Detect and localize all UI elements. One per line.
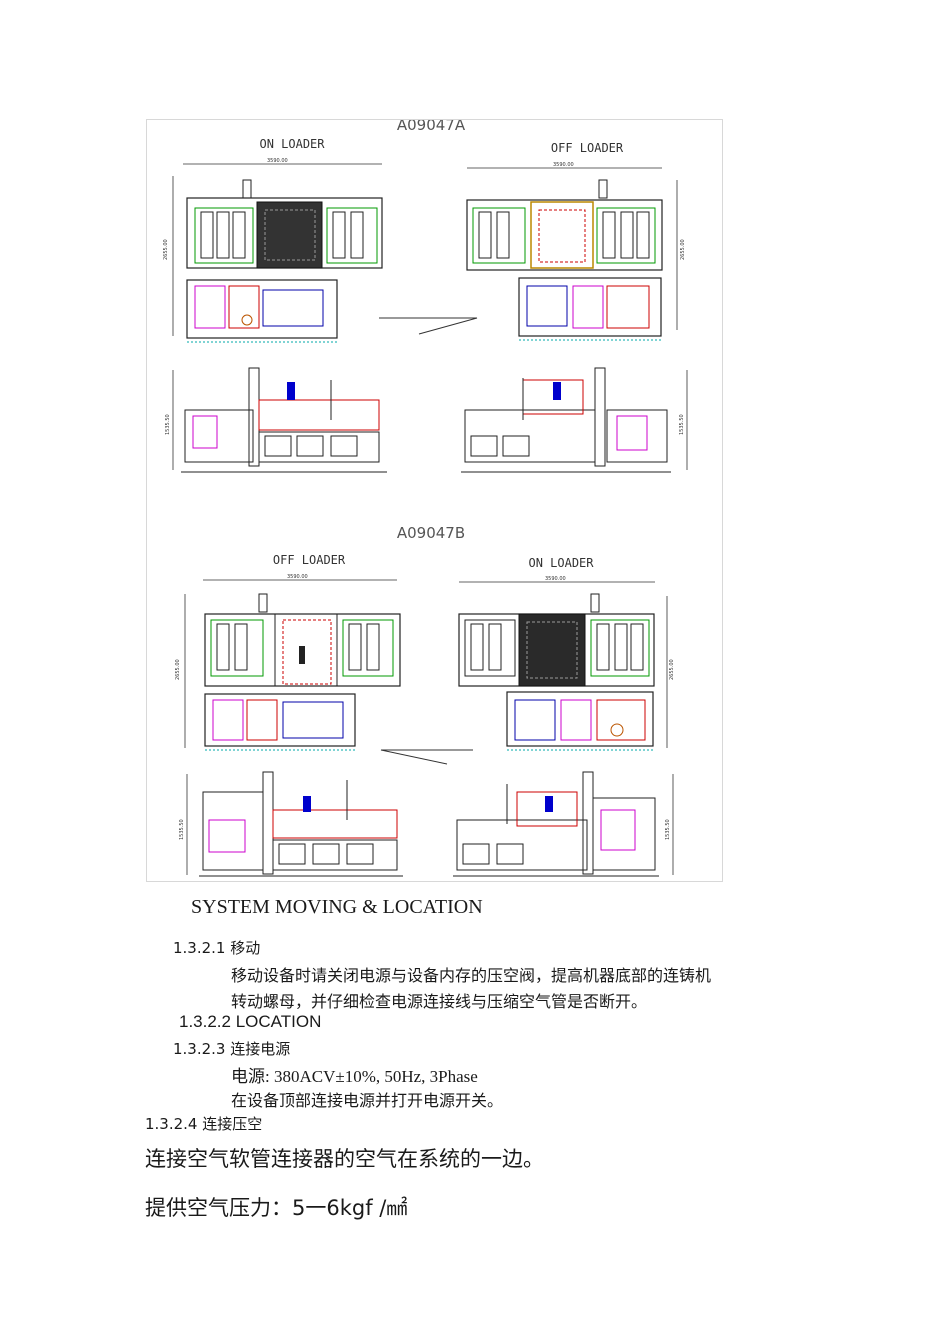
- air-connection-text: 连接空气软管连接器的空气在系统的一边。: [145, 1147, 544, 1171]
- width-dim-b-left: 3590.00: [287, 574, 308, 580]
- section-heading-moving: 1.3.2.1 移动: [173, 939, 261, 957]
- plan-view-a-left: 3590.00 2655.00: [163, 158, 383, 343]
- power-spec: 电源: 380ACV±10%, 50Hz, 3Phase: [231, 1067, 478, 1086]
- side-view-b-right: 1535.50: [453, 771, 674, 877]
- plan-view-b-right: 3590.00 2655.00: [458, 576, 675, 751]
- height-dim-a-right: 2655.00: [680, 239, 686, 260]
- section-heading-air: 1.3.2.4 连接压空: [145, 1115, 263, 1133]
- air-pressure-text: 提供空气压力：5一6kgf /㎟: [145, 1196, 408, 1220]
- section-heading-power: 1.3.2.3 连接电源: [173, 1040, 291, 1058]
- label-b-left: OFF LOADER: [273, 553, 346, 567]
- width-dim-a-right: 3590.00: [553, 162, 574, 168]
- side-view-b-left: 1535.50: [179, 771, 403, 877]
- plan-view-b-left: 3590.00 2655.00: [175, 574, 401, 751]
- height-dim-b-left: 2655.00: [175, 659, 181, 680]
- height-dim-a-left: 2655.00: [163, 239, 169, 260]
- arrow-a: [379, 317, 478, 335]
- side-dim-b-right: 1535.50: [665, 819, 671, 840]
- label-b-right: ON LOADER: [528, 556, 594, 570]
- side-dim-b-left: 1535.50: [179, 819, 185, 840]
- side-dim-a-right: 1535.50: [679, 414, 685, 435]
- side-view-a-left: 1535.50: [165, 367, 387, 473]
- drawing-title-a: A09047A: [397, 120, 466, 134]
- moving-text-line-1: 移动设备时请关闭电源与设备内存的压空阀，提高机器底部的连铸机: [231, 966, 712, 985]
- plan-view-a-right: 3590.00 2655.00: [466, 162, 686, 341]
- drawing-title-b: A09047B: [397, 524, 465, 542]
- side-view-a-right: 1535.50: [461, 367, 688, 473]
- machine-layout-drawing: A09047A ON LOADER OFF LOADER 3590.00 265…: [146, 119, 723, 882]
- width-dim-a-left: 3590.00: [267, 158, 288, 164]
- moving-text-line-2: 转动螺母，并仔细检查电源连接线与压缩空气管是否断开。: [231, 992, 648, 1011]
- power-instruction: 在设备顶部连接电源并打开电源开关。: [231, 1091, 504, 1110]
- label-a-right: OFF LOADER: [551, 141, 624, 155]
- section-heading-location: 1.3.2.2 LOCATION: [179, 1012, 322, 1031]
- arrow-b: [380, 749, 473, 765]
- height-dim-b-right: 2655.00: [669, 659, 675, 680]
- figure-caption: SYSTEM MOVING & LOCATION: [191, 896, 483, 918]
- side-dim-a-left: 1535.50: [165, 414, 171, 435]
- label-a-left: ON LOADER: [259, 137, 325, 151]
- width-dim-b-right: 3590.00: [545, 576, 566, 582]
